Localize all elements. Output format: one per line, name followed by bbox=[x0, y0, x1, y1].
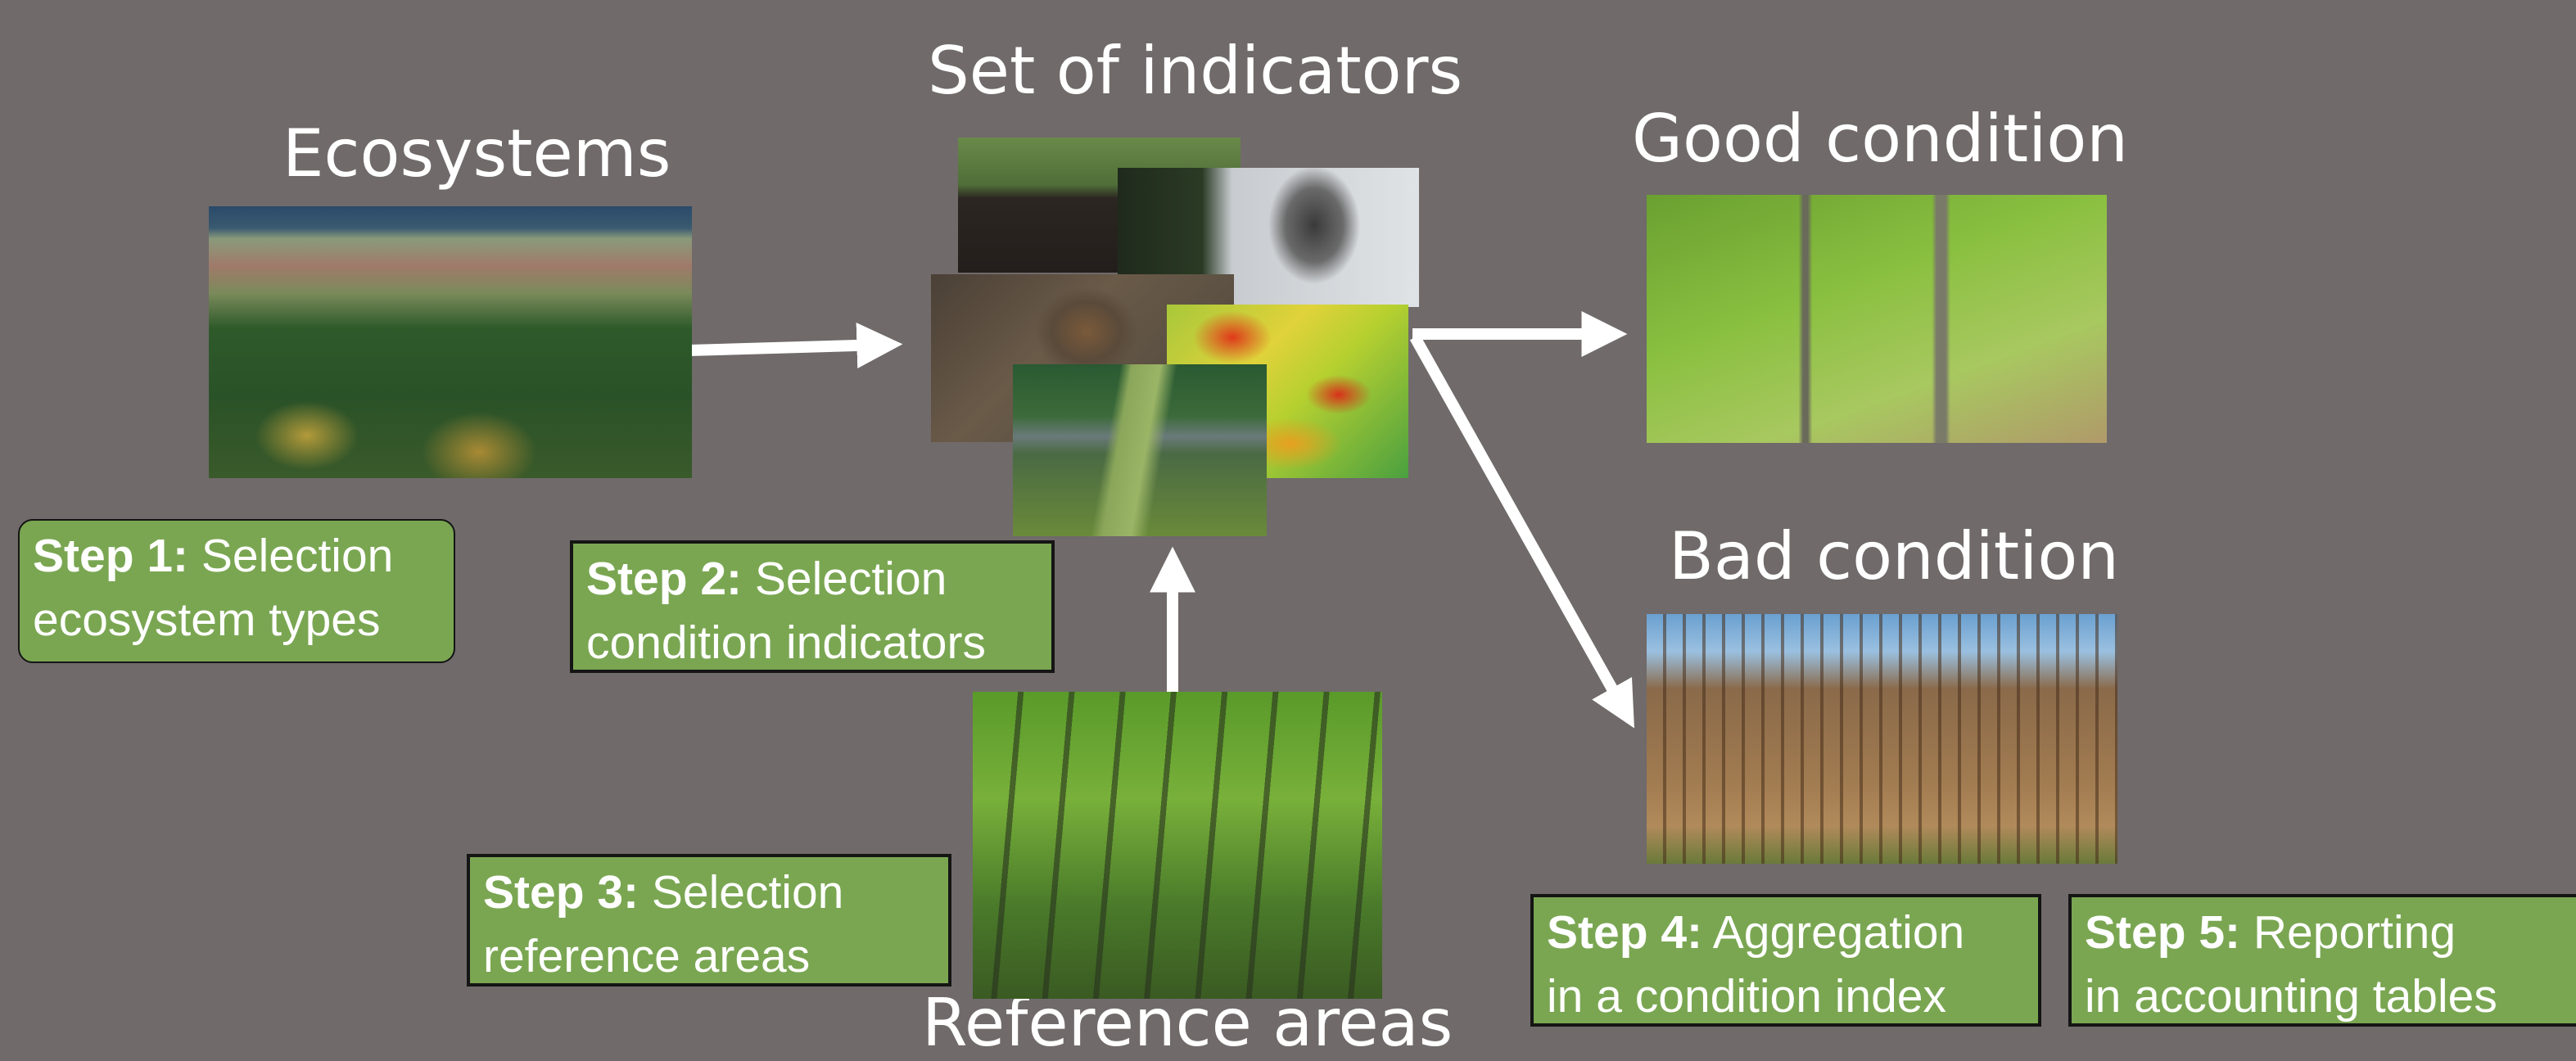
step-1-box: Step 1: Selection ecosystem types bbox=[18, 519, 455, 663]
step-2-line1: Selection bbox=[754, 553, 947, 605]
step-2-label: Step 2: bbox=[586, 553, 743, 605]
heading-good-condition: Good condition bbox=[1632, 101, 2128, 177]
heading-reference-areas: Reference areas bbox=[922, 985, 1453, 1061]
step-4-line1: Aggregation bbox=[1712, 906, 1965, 959]
step-1-line2: ecosystem types bbox=[33, 594, 381, 646]
step-4-label: Step 4: bbox=[1547, 906, 1703, 959]
step-3-label: Step 3: bbox=[483, 866, 639, 919]
step-3-box: Step 3: Selection reference areas bbox=[467, 854, 951, 987]
step-3-line2: reference areas bbox=[483, 930, 811, 982]
step-5-line2: in accounting tables bbox=[2085, 970, 2497, 1023]
step-5-label: Step 5: bbox=[2085, 906, 2241, 959]
arrow-indicators-to-bad bbox=[1409, 334, 1634, 729]
step-4-line2: in a condition index bbox=[1547, 970, 1947, 1023]
bad-condition-forest-image bbox=[1647, 614, 2117, 864]
reference-areas-forest-image bbox=[973, 692, 1382, 999]
step-1-label: Step 1: bbox=[33, 530, 189, 582]
heading-bad-condition: Bad condition bbox=[1669, 518, 2119, 594]
step-3-line1: Selection bbox=[651, 866, 844, 919]
step-5-line1: Reporting bbox=[2253, 906, 2456, 959]
step-1-line1: Selection bbox=[201, 530, 394, 582]
step-2-line2: condition indicators bbox=[586, 616, 986, 669]
heading-ecosystems: Ecosystems bbox=[282, 115, 671, 192]
step-2-box: Step 2: Selection condition indicators bbox=[570, 540, 1055, 673]
arrow-ecosystems-to-indicators bbox=[689, 322, 903, 368]
step-5-box: Step 5: Reporting in accounting tables bbox=[2068, 894, 2576, 1027]
step-4-box: Step 4: Aggregation in a condition index bbox=[1530, 894, 2041, 1027]
indicator-wildlife-bridge-image bbox=[1013, 364, 1267, 536]
good-condition-forest-image bbox=[1647, 195, 2107, 443]
heading-set-of-indicators: Set of indicators bbox=[928, 33, 1463, 109]
ecosystems-forest-image bbox=[209, 206, 692, 478]
